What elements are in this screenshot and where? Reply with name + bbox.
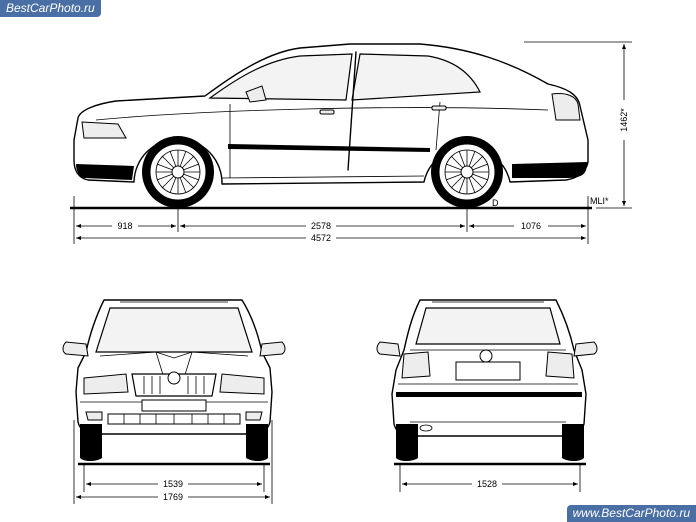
rear-body-outline	[391, 299, 587, 437]
side-protection-strip	[228, 144, 430, 152]
rear-left-taillight	[401, 351, 431, 379]
side-front-wheel	[142, 136, 214, 208]
dim-overall-length: 4572	[311, 233, 331, 243]
front-right-tire	[246, 424, 268, 461]
front-left-tire	[80, 424, 102, 461]
rear-left-mirror	[376, 341, 401, 357]
side-mirror	[245, 85, 267, 103]
side-front-window	[208, 53, 353, 101]
front-right-foglight	[245, 411, 263, 421]
rear-license-plate	[455, 361, 521, 381]
front-grille	[131, 373, 217, 397]
dim-rear-track: 1528	[477, 479, 497, 489]
side-dimensions: 918 2578 1076 4572 1462* MLI*	[73, 41, 632, 244]
watermark-bottom: www.BestCarPhoto.ru	[566, 505, 696, 522]
front-right-mirror	[259, 341, 286, 357]
rear-window	[415, 307, 561, 345]
side-front-door-handle	[319, 109, 335, 115]
rear-left-tire	[396, 424, 418, 461]
rear-right-taillight	[545, 351, 575, 379]
side-rear-window	[351, 53, 481, 101]
front-grille-slats	[143, 376, 205, 394]
front-dimensions: 1539 1769	[73, 420, 273, 504]
front-left-mirror	[62, 341, 89, 357]
rear-right-tire	[562, 424, 584, 461]
side-front-bumper-trim	[76, 164, 134, 180]
front-license-plate	[141, 399, 207, 412]
side-view: D	[70, 43, 592, 210]
dim-front-track: 1539	[163, 479, 183, 489]
front-left-headlight	[83, 373, 129, 395]
rear-dimensions: 1528	[399, 464, 581, 492]
dim-wheelbase: 2578	[311, 221, 331, 231]
dim-height: 1462*	[619, 108, 629, 132]
front-hood-crease	[99, 351, 249, 359]
dim-rear-overhang: 1076	[521, 221, 541, 231]
watermark-top: BestCarPhoto.ru	[0, 0, 101, 17]
dim-overall-width: 1769	[163, 492, 183, 502]
side-sill-line	[221, 175, 425, 179]
side-headlight	[81, 121, 127, 139]
front-intake-slats	[123, 414, 225, 424]
rear-bumper-strip	[396, 392, 582, 397]
front-left-foglight	[85, 411, 103, 421]
dim-height-ref: MLI*	[590, 196, 609, 206]
rear-view	[376, 299, 598, 466]
rear-right-mirror	[573, 341, 598, 357]
side-rear-bumper-trim	[512, 162, 588, 178]
front-windshield	[95, 307, 253, 353]
rear-logo	[479, 349, 493, 363]
front-right-headlight	[219, 373, 265, 395]
side-ground-marker: D	[492, 198, 499, 208]
side-shoulder-line	[95, 107, 549, 121]
front-view	[62, 299, 286, 466]
rear-exhaust	[419, 424, 433, 432]
side-rear-wheel	[431, 136, 503, 208]
dim-front-overhang: 918	[117, 221, 132, 231]
front-body-outline	[75, 299, 273, 435]
side-taillight	[551, 93, 581, 121]
front-logo	[167, 371, 181, 385]
side-rear-door-handle	[431, 105, 447, 111]
